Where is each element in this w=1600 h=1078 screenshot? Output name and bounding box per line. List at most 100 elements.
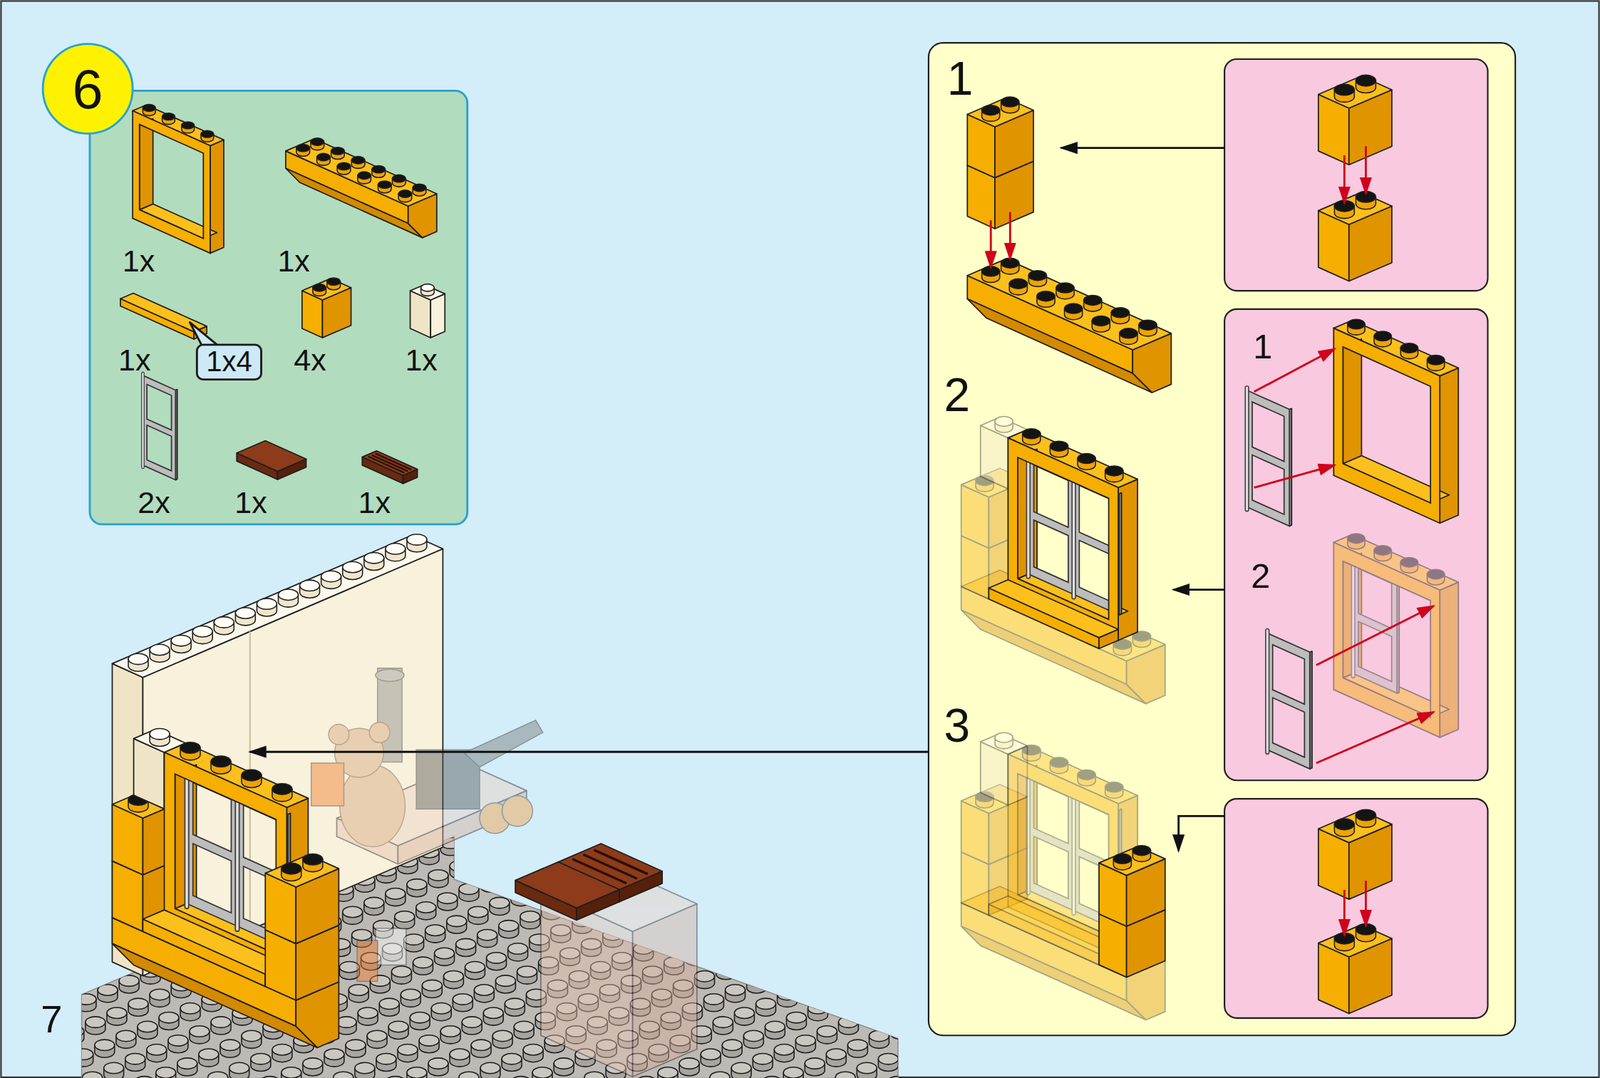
brick-face: [1439, 367, 1459, 524]
stud-top: [1427, 569, 1445, 579]
stud-top: [826, 1049, 846, 1060]
stud-top: [419, 1035, 440, 1047]
stud-top: [364, 552, 385, 564]
stud-side: [82, 889, 103, 902]
stud-top: [210, 1017, 231, 1028]
stud-side: [535, 829, 556, 842]
stud-top: [385, 1076, 406, 1078]
stud-top: [523, 1044, 544, 1056]
stud-top: [869, 1030, 890, 1042]
stud-side: [869, 848, 890, 861]
stud-top: [709, 883, 730, 895]
detail-1: [1318, 74, 1392, 281]
stud-top: [823, 915, 844, 927]
stud-top: [535, 823, 556, 835]
stud-top: [1064, 303, 1083, 314]
stud-top: [278, 589, 299, 601]
pane-hinge: [1351, 554, 1355, 677]
brick-stack: [265, 854, 339, 1001]
step-number-circle: 6: [42, 42, 134, 135]
stud-side: [786, 829, 807, 842]
part-count: 1x: [404, 344, 437, 376]
stud-top: [890, 1021, 911, 1032]
stud-top: [116, 1030, 137, 1042]
stud-top: [994, 732, 1013, 743]
stud-side: [792, 907, 813, 921]
stud-top: [832, 938, 853, 950]
stud-side: [697, 921, 718, 934]
stud-top: [783, 1067, 804, 1078]
stud-side: [811, 953, 832, 966]
stud-top: [398, 190, 412, 198]
stud-top: [406, 534, 427, 546]
brick-face: [1439, 582, 1459, 738]
red-arrow: [1316, 711, 1434, 764]
stud-top: [241, 769, 262, 781]
stud-top: [229, 1062, 250, 1074]
stud-top: [994, 416, 1013, 427]
part-count: 1x: [122, 245, 155, 277]
pane-hinge: [1026, 450, 1030, 578]
stud-top: [679, 870, 700, 881]
stud-top: [400, 989, 421, 1000]
frame-front: [132, 110, 211, 254]
stud-top: [181, 121, 195, 129]
stud-top: [721, 1039, 742, 1051]
stud-top: [104, 1062, 125, 1074]
stud-side: [841, 967, 862, 980]
stud-top: [584, 1071, 605, 1078]
stud-side: [829, 999, 850, 1012]
stud-top: [85, 1017, 106, 1028]
stud-top: [281, 1067, 302, 1078]
stud-top: [134, 1076, 155, 1078]
brick-face: [1098, 846, 1166, 876]
teddy-bear: [328, 724, 350, 746]
part-icons: [120, 104, 445, 484]
stud-side: [899, 1049, 920, 1062]
stud-top: [336, 1017, 357, 1028]
stud-top: [1355, 809, 1376, 821]
stud-side: [893, 972, 914, 985]
stud-side: [808, 820, 829, 833]
stud-top: [354, 1062, 375, 1074]
stud-top: [691, 838, 712, 849]
brick-stack: [1098, 845, 1166, 978]
stud-top: [884, 943, 905, 955]
stud-top: [76, 994, 97, 1005]
stud-side: [728, 935, 749, 948]
stud-top: [893, 966, 914, 978]
stud-side: [716, 967, 737, 980]
part-count: 1x: [277, 245, 310, 277]
stud-top: [798, 979, 819, 991]
detail-number: 2: [1250, 558, 1271, 593]
stud-side: [756, 816, 777, 829]
red-arrow: [1009, 212, 1012, 260]
stud-top: [777, 989, 798, 1000]
stud-top: [443, 970, 464, 982]
stud-side: [813, 898, 834, 911]
stud-top: [838, 828, 859, 840]
stud-side: [577, 811, 598, 824]
grille-groove: [593, 850, 648, 875]
stud-top: [771, 911, 792, 923]
stud-top: [743, 1030, 764, 1042]
stud-top: [863, 952, 884, 964]
stud-side: [860, 1013, 881, 1026]
stud-top: [795, 1035, 816, 1047]
brick-face: [515, 862, 620, 908]
stud-top: [679, 1058, 700, 1070]
stud-top: [465, 962, 486, 973]
brick-face: [632, 904, 698, 1078]
stud-top: [704, 806, 725, 817]
stud-top: [617, 842, 638, 854]
part-count: 2x: [137, 487, 170, 519]
stud-side: [798, 985, 819, 998]
red-arrow: [1343, 155, 1346, 204]
stud-top: [786, 1012, 807, 1023]
stud-side: [679, 875, 700, 888]
stud-top: [1077, 769, 1096, 780]
stud-top: [841, 962, 862, 973]
stud-top: [743, 842, 764, 854]
frame-inner-side: [139, 119, 154, 211]
